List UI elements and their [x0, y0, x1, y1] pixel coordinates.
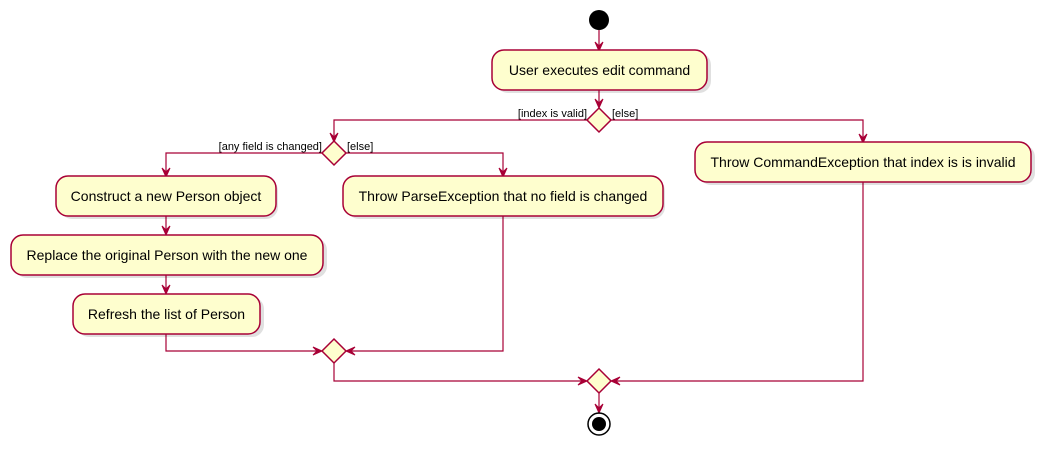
action-construct-person-label: Construct a new Person object	[71, 188, 262, 204]
action-construct-person: Construct a new Person object	[55, 175, 278, 219]
merge-all-branches	[585, 367, 613, 395]
start-node	[589, 10, 609, 30]
action-refresh-list-label: Refresh the list of Person	[88, 306, 245, 322]
arrowhead	[577, 376, 589, 386]
arrowhead	[312, 346, 324, 356]
action-user-executes: User executes edit command	[491, 49, 711, 93]
action-user-executes-label: User executes edit command	[509, 62, 690, 78]
edge-index-else-branch	[611, 119, 864, 142]
action-replace-person-label: Replace the original Person with the new…	[27, 247, 308, 263]
action-replace-person: Replace the original Person with the new…	[10, 234, 327, 278]
action-throw-parse-label: Throw ParseException that no field is ch…	[359, 188, 648, 204]
arrowhead	[498, 167, 508, 179]
edge-index-valid-branch	[333, 119, 587, 141]
guard-index-valid: [index is valid]	[518, 108, 587, 120]
guard-field-else: [else]	[347, 141, 373, 153]
edge-parse-to-merge	[347, 216, 504, 352]
action-throw-parse: Throw ParseException that no field is ch…	[342, 175, 665, 219]
edge-field-changed-branch	[165, 152, 322, 176]
guard-index-else: [else]	[612, 108, 638, 120]
arrowhead	[161, 167, 171, 179]
action-refresh-list: Refresh the list of Person	[72, 293, 264, 337]
edge-command-to-final-merge	[612, 182, 864, 382]
decision-field-changed	[320, 139, 348, 167]
arrowhead	[609, 376, 621, 386]
arrowhead	[161, 284, 171, 296]
guard-field-changed: [any field is changed]	[219, 141, 322, 153]
arrowhead	[344, 346, 356, 356]
arrowhead	[329, 132, 339, 144]
merge-field-branches	[320, 337, 348, 365]
arrowhead	[594, 403, 604, 415]
edge-merge-to-final-merge	[333, 363, 586, 382]
edges	[161, 30, 868, 415]
end-node	[587, 412, 611, 436]
arrowhead	[594, 41, 604, 53]
edge-field-else-branch	[346, 152, 504, 176]
arrowhead	[161, 225, 171, 237]
arrowhead	[858, 133, 868, 145]
arrowhead	[594, 98, 604, 110]
decision-index-valid	[585, 106, 613, 134]
action-throw-command: Throw CommandException that index is is …	[694, 141, 1035, 185]
action-throw-command-label: Throw CommandException that index is is …	[710, 154, 1015, 170]
edge-refresh-to-merge	[165, 334, 321, 352]
